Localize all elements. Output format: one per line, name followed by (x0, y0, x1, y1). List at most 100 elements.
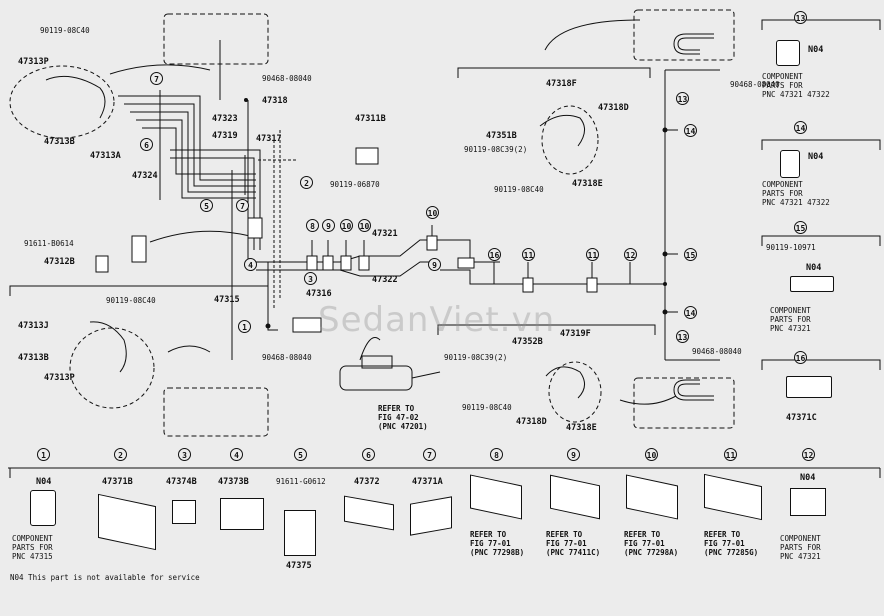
clip-icon (790, 488, 826, 516)
callout-9: 9 (322, 219, 335, 232)
callout-4: 4 (244, 258, 257, 271)
part-label: 47351B (486, 131, 517, 141)
clip-icon (786, 376, 832, 398)
part-label: 47313P (18, 57, 49, 67)
callout-6: 6 (140, 138, 153, 151)
part-label: 90468-08040 (262, 353, 312, 362)
part-label: 90468-08040 (692, 347, 742, 356)
part-label: 47318E (572, 179, 603, 189)
bottom-callout-12: 12 (802, 448, 815, 461)
callout-12: 12 (624, 248, 637, 261)
callout-7b: 7 (236, 199, 249, 212)
component-code: N04 (808, 152, 824, 162)
bottom-callout-5: 5 (294, 448, 307, 461)
part-label: 47318D (598, 103, 629, 113)
clip-icon (776, 40, 800, 66)
part-label: 90119-08C40 (106, 296, 156, 305)
part-label: 91611-B0614 (24, 239, 74, 248)
callout-13b: 13 (676, 330, 689, 343)
callout-10: 10 (340, 219, 353, 232)
part-label: 47319 (212, 131, 238, 141)
bottom-callout-3: 3 (178, 448, 191, 461)
clip-icon (790, 276, 834, 292)
panel-callout-15: 15 (794, 221, 807, 234)
part-label: 90119-08C40 (494, 185, 544, 194)
part-label: 47372 (354, 477, 380, 487)
part-label: 90119-08C39(2) (464, 145, 528, 154)
component-note: COMPONENT PARTS FOR PNC 47321 47322 (762, 72, 830, 99)
callout-14b: 14 (684, 306, 697, 319)
component-code: N04 (36, 477, 52, 487)
bottom-callout-1: 1 (37, 448, 50, 461)
component-code: N04 (800, 473, 816, 483)
callout-7: 7 (150, 72, 163, 85)
callout-1: 1 (238, 320, 251, 333)
refer-note: REFER TO FIG 77-01 (PNC 77298B) (470, 530, 525, 557)
component-code: N04 (806, 263, 822, 273)
bottom-callout-8: 8 (490, 448, 503, 461)
callout-10b: 10 (358, 219, 371, 232)
bottom-callout-2: 2 (114, 448, 127, 461)
part-label: 47322 (372, 275, 398, 285)
bottom-callout-9: 9 (567, 448, 580, 461)
callout-9b: 9 (428, 258, 441, 271)
callout-16: 16 (488, 248, 501, 261)
refer-note: REFER TO FIG 47-02 (PNC 47201) (378, 404, 428, 431)
footnote: N04 This part is not available for servi… (10, 573, 200, 582)
panel-callout-16: 16 (794, 351, 807, 364)
component-note: COMPONENT PARTS FOR PNC 47315 (12, 534, 53, 561)
panel-callout-14: 14 (794, 121, 807, 134)
clip-icon (284, 510, 316, 556)
part-label: 47374B (166, 477, 197, 487)
part-label: 90119-08C40 (462, 403, 512, 412)
clip-icon (220, 498, 264, 530)
bottom-callout-11: 11 (724, 448, 737, 461)
part-label: 47352B (512, 337, 543, 347)
callout-10c: 10 (426, 206, 439, 219)
part-label: 47319F (560, 329, 591, 339)
component-note: COMPONENT PARTS FOR PNC 47321 (780, 534, 821, 561)
part-label: 47315 (214, 295, 240, 305)
part-label: 47371B (102, 477, 133, 487)
part-label: 47318 (262, 96, 288, 106)
callout-14: 14 (684, 124, 697, 137)
part-label: 47313J (18, 321, 49, 331)
part-label: 47371C (786, 413, 817, 423)
part-label: 47375 (286, 561, 312, 571)
callout-11b: 11 (586, 248, 599, 261)
part-label: 90119-08C39(2) (444, 353, 508, 362)
clip-icon (30, 490, 56, 526)
panel-callout-13: 13 (794, 11, 807, 24)
component-code: N04 (808, 45, 824, 55)
part-label: 90119-10971 (766, 243, 816, 252)
part-label: 47313B (18, 353, 49, 363)
part-label: 47313B (44, 137, 75, 147)
refer-note: REFER TO FIG 77-01 (PNC 77411C) (546, 530, 601, 557)
part-label: 47371A (412, 477, 443, 487)
callout-3: 3 (304, 272, 317, 285)
clip-icon (172, 500, 196, 524)
part-label: 47324 (132, 171, 158, 181)
part-label: 47316 (306, 289, 332, 299)
watermark: SedanViet.vn (318, 300, 556, 340)
callout-13: 13 (676, 92, 689, 105)
bottom-callout-6: 6 (362, 448, 375, 461)
callout-15: 15 (684, 248, 697, 261)
part-label: 90468-08040 (730, 80, 780, 89)
part-label: 47317 (256, 134, 282, 144)
part-label: 47313A (90, 151, 121, 161)
part-label: 90119-08C40 (40, 26, 90, 35)
part-label: 47318E (566, 423, 597, 433)
part-label: 47313P (44, 373, 75, 383)
component-note: COMPONENT PARTS FOR PNC 47321 (770, 306, 811, 333)
part-label: 47318F (546, 79, 577, 89)
refer-note: REFER TO FIG 77-01 (PNC 77298A) (624, 530, 679, 557)
clip-icon (780, 150, 800, 178)
callout-5: 5 (200, 199, 213, 212)
part-label: 47323 (212, 114, 238, 124)
bottom-callout-7: 7 (423, 448, 436, 461)
callout-2: 2 (300, 176, 313, 189)
part-label: 90468-08040 (262, 74, 312, 83)
callout-11: 11 (522, 248, 535, 261)
